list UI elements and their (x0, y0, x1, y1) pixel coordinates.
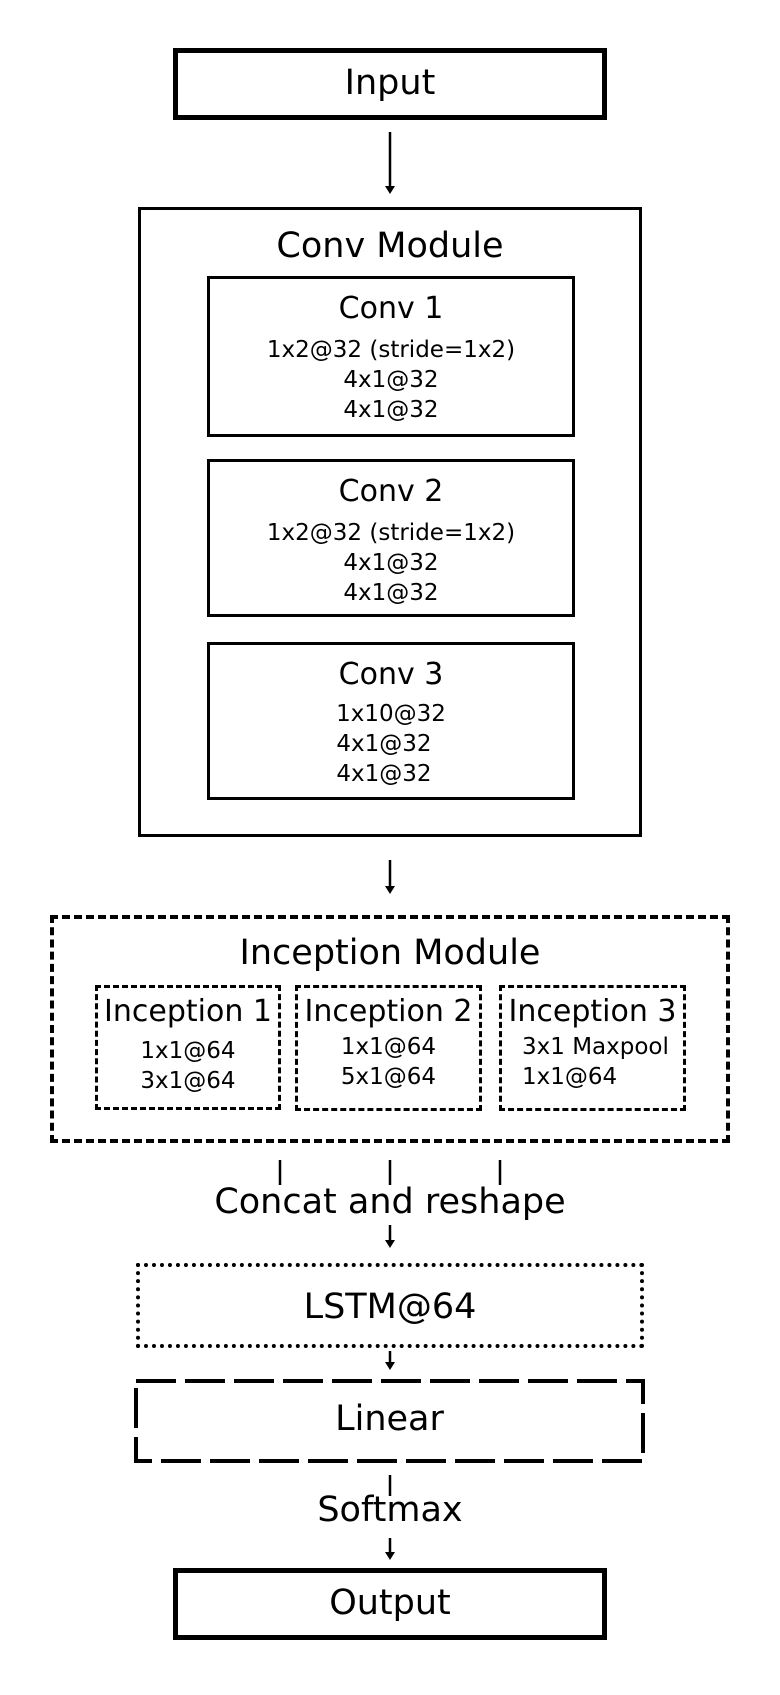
conv-block-line: 1x10@32 (336, 701, 446, 727)
conv-block-line: 4x1@32 (343, 550, 439, 576)
lstm-label: LSTM@64 (303, 1287, 477, 1327)
inception-block-line: 1x1@64 (522, 1064, 618, 1090)
conv-module-title: Conv Module (276, 226, 504, 266)
linear-dashed-border (134, 1379, 645, 1463)
inception-block-title: Inception 1 (104, 994, 272, 1029)
conv-block-1: Conv 1 1x2@32 (stride=1x2) 4x1@32 4x1@32 (207, 276, 575, 437)
inception-block-title: Inception 2 (304, 994, 473, 1029)
conv-block-line: 4x1@32 (336, 761, 432, 787)
output-node: Output (173, 1568, 607, 1640)
linear-label: Linear (335, 1399, 444, 1439)
conv-block-title: Conv 2 (338, 474, 444, 509)
inception-block-1: Inception 1 1x1@64 3x1@64 (95, 985, 281, 1110)
softmax-label: Softmax (317, 1490, 463, 1530)
inception-module: Inception Module Inception 1 1x1@64 3x1@… (50, 915, 730, 1143)
input-label: Input (344, 63, 436, 103)
conv-block-line: 1x2@32 (stride=1x2) (266, 520, 516, 546)
inception-block-2: Inception 2 1x1@64 5x1@64 (295, 985, 482, 1111)
inception-block-line: 1x1@64 (340, 1034, 437, 1060)
conv-block-2: Conv 2 1x2@32 (stride=1x2) 4x1@32 4x1@32 (207, 459, 575, 617)
lstm-node: LSTM@64 (136, 1263, 644, 1348)
inception-block-title: Inception 3 (508, 994, 677, 1029)
inception-block-line: 1x1@64 (140, 1038, 236, 1064)
conv-module: Conv Module Conv 1 1x2@32 (stride=1x2) 4… (138, 207, 642, 837)
concat-label: Concat and reshape (214, 1182, 566, 1222)
conv-block-line: 1x2@32 (stride=1x2) (266, 337, 516, 363)
conv-block-line: 4x1@32 (343, 580, 439, 606)
conv-block-title: Conv 1 (338, 291, 444, 326)
inception-block-line: 3x1@64 (140, 1068, 236, 1094)
conv-block-line: 4x1@32 (343, 397, 439, 423)
conv-block-line: 4x1@32 (343, 367, 439, 393)
inception-module-title: Inception Module (239, 933, 541, 973)
inception-block-3: Inception 3 3x1 Maxpool 1x1@64 (499, 985, 686, 1111)
linear-node: Linear (134, 1379, 645, 1463)
inception-block-line: 3x1 Maxpool (522, 1034, 669, 1060)
input-node: Input (173, 48, 607, 120)
conv-block-title: Conv 3 (338, 657, 444, 692)
output-label: Output (329, 1583, 451, 1623)
inception-block-line: 5x1@64 (340, 1064, 437, 1090)
conv-block-3: Conv 3 1x10@32 4x1@32 4x1@32 (207, 642, 575, 800)
conv-block-line: 4x1@32 (336, 731, 432, 757)
